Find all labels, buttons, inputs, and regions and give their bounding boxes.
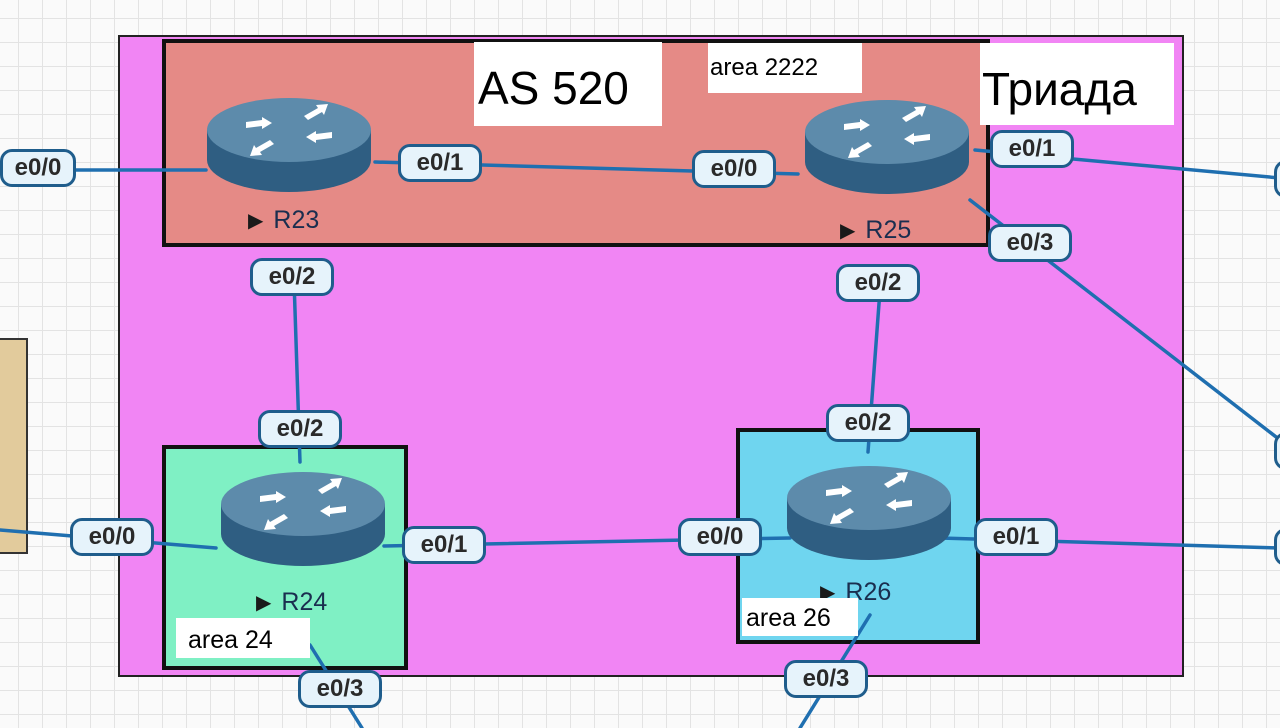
router-r23-label: ▶ R23 <box>248 206 319 235</box>
play-icon: ▶ <box>248 210 264 232</box>
port-r25-e02[interactable]: e0/2 <box>836 264 920 302</box>
port-r24-e00[interactable]: e0/0 <box>70 518 154 556</box>
port-r26-e03[interactable]: e0/3 <box>784 660 868 698</box>
port-external-nub[interactable] <box>1274 432 1280 470</box>
area-2222-label: area 2222 <box>708 43 862 93</box>
port-external-nub[interactable] <box>1274 528 1280 566</box>
router-r24-icon[interactable] <box>220 470 386 570</box>
router-r26-icon[interactable] <box>786 464 952 564</box>
router-r23-icon[interactable] <box>206 96 372 196</box>
triada-label: Триада <box>980 43 1174 125</box>
port-r26-e01[interactable]: e0/1 <box>974 518 1058 556</box>
router-r24-label: ▶ R24 <box>256 588 327 617</box>
port-r24-e02[interactable]: e0/2 <box>258 410 342 448</box>
port-r23-e00[interactable]: e0/0 <box>0 149 76 187</box>
router-r25-label: ▶ R25 <box>840 216 911 245</box>
router-r24-name: R24 <box>281 588 328 616</box>
area-24-label: area 24 <box>176 618 310 658</box>
area-26-label: area 26 <box>742 598 858 636</box>
port-r25-e00[interactable]: e0/0 <box>692 150 776 188</box>
play-icon: ▶ <box>256 592 272 614</box>
as-title: AS 520 <box>474 42 662 126</box>
port-r23-e02[interactable]: e0/2 <box>250 258 334 296</box>
port-r24-e01[interactable]: e0/1 <box>402 526 486 564</box>
port-r26-e02[interactable]: e0/2 <box>826 404 910 442</box>
port-r24-e03[interactable]: e0/3 <box>298 670 382 708</box>
port-r26-e00[interactable]: e0/0 <box>678 518 762 556</box>
port-r25-e03[interactable]: e0/3 <box>988 224 1072 262</box>
external-node-box <box>0 338 28 554</box>
port-external-nub[interactable] <box>1274 160 1280 198</box>
port-r25-e01[interactable]: e0/1 <box>990 130 1074 168</box>
router-r23-name: R23 <box>273 206 320 234</box>
router-r25-icon[interactable] <box>804 98 970 198</box>
router-r25-name: R25 <box>865 216 912 244</box>
play-icon: ▶ <box>840 220 856 242</box>
port-r23-e01[interactable]: e0/1 <box>398 144 482 182</box>
